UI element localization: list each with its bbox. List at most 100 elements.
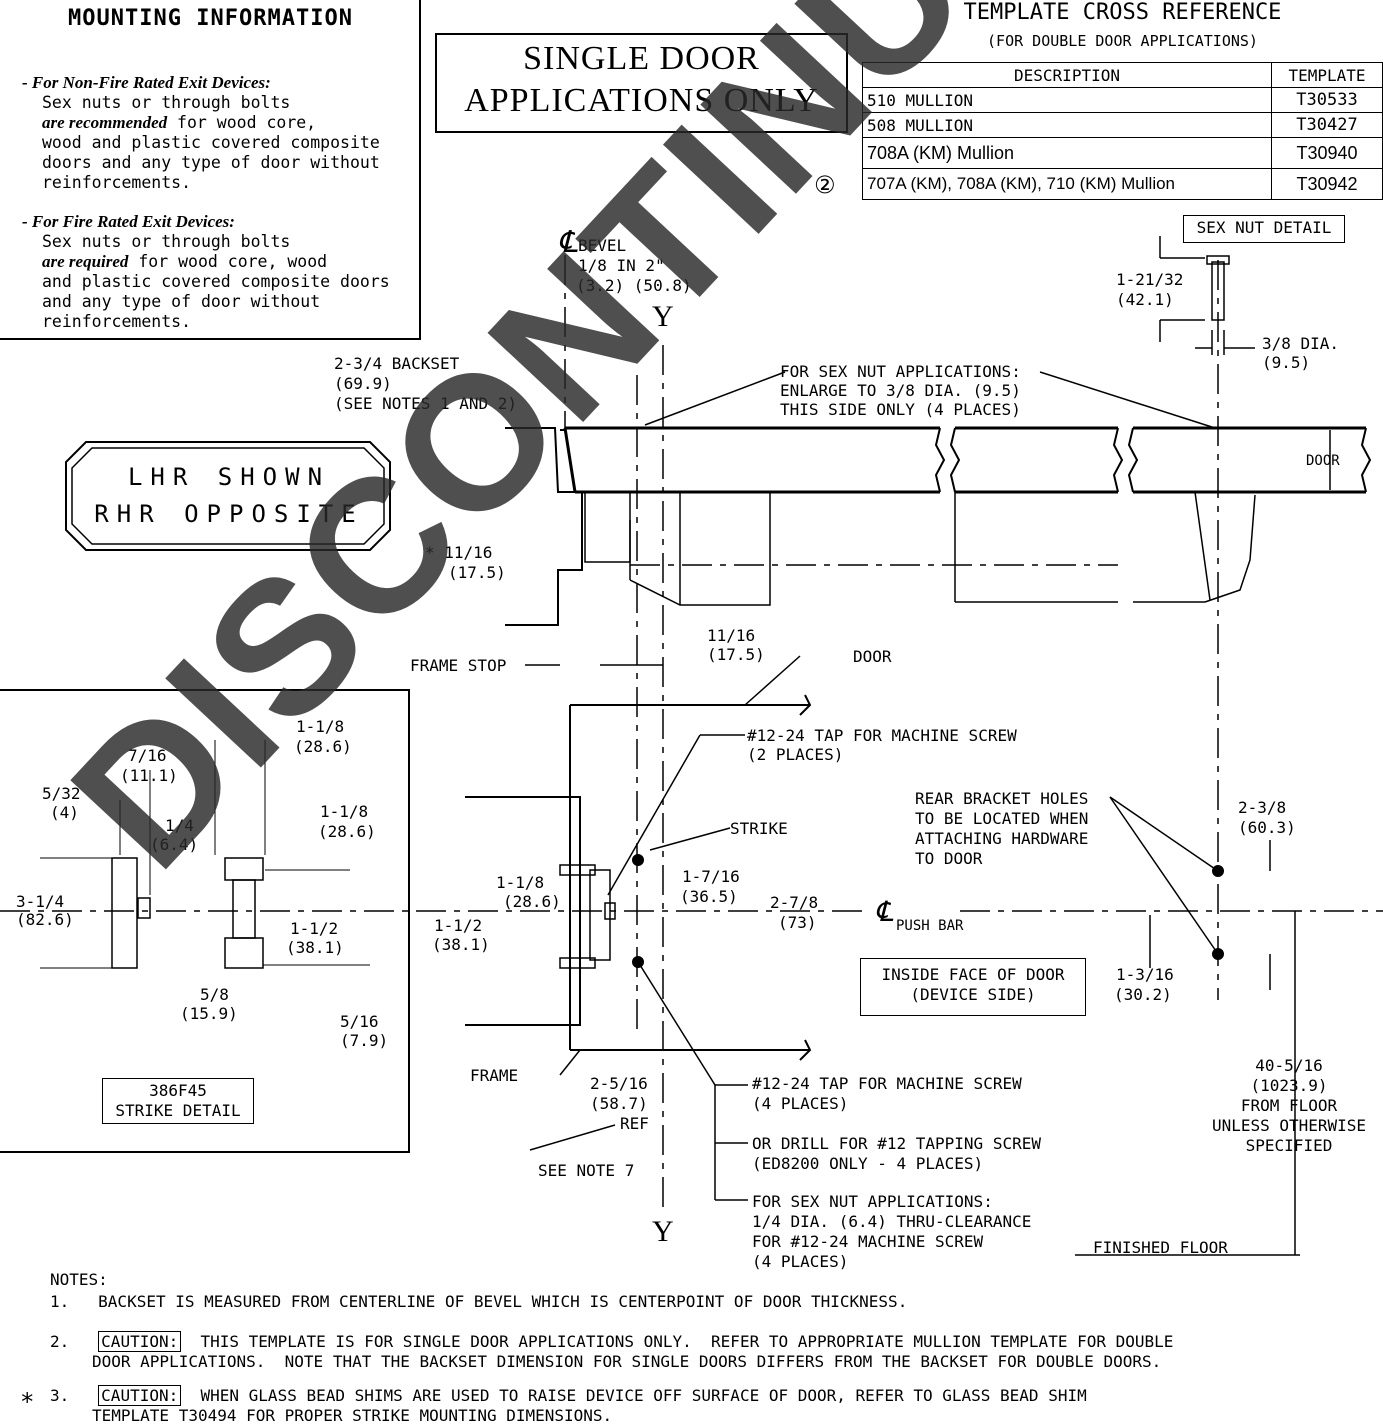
xref-desc: 708A (KM) Mullion xyxy=(862,137,1272,169)
strike-detail-label-line1: 386F45 xyxy=(149,1081,207,1100)
height-line4: UNLESS OTHERWISE xyxy=(1211,1116,1367,1135)
nonfire-heading: - For Non-Fire Rated Exit Devices: xyxy=(22,73,271,92)
bevel-centerline-symbol: ℄ xyxy=(558,226,578,259)
dim-1-1-8-metric: (28.6) xyxy=(503,892,561,911)
rear-bracket-line2: TO BE LOCATED WHEN xyxy=(915,809,1089,828)
sd-dim-1-1-2: 1-1/2 xyxy=(290,919,339,938)
xref-desc: 707A (KM), 708A (KM), 710 (KM) Mullion xyxy=(862,168,1272,200)
nonfire-line4: doors and any type of door without xyxy=(42,153,380,172)
single-door-box xyxy=(435,33,848,133)
sexnut-4-line1: FOR SEX NUT APPLICATIONS: xyxy=(752,1192,993,1211)
frame-label: FRAME xyxy=(470,1066,519,1085)
device-top-view xyxy=(584,491,1256,606)
xref-template: T30427 xyxy=(1271,112,1383,138)
fire-heading: - For Fire Rated Exit Devices: xyxy=(22,212,235,231)
sd-dim-7-16-metric: (11.1) xyxy=(120,766,178,785)
xref-template: T30940 xyxy=(1271,137,1383,169)
sd-dim-1-1-8b-metric: (28.6) xyxy=(318,822,376,841)
backset-note: (SEE NOTES 1 AND 2) xyxy=(334,394,518,413)
dim-2-3-8: 2-3/8 xyxy=(1238,798,1287,817)
single-door-line2: APPLICATIONS ONLY xyxy=(464,82,819,119)
door-slab-top xyxy=(563,426,1372,494)
door-elevation xyxy=(465,694,812,1061)
bevel-label: BEVEL xyxy=(578,236,627,255)
centerlines xyxy=(0,255,1383,1215)
xref-title: TEMPLATE CROSS REFERENCE xyxy=(963,0,1282,25)
xref-desc: 508 MULLION xyxy=(862,112,1272,138)
nonfire-line5: reinforcements. xyxy=(42,173,192,192)
xref-template: T30942 xyxy=(1271,168,1383,200)
caution-label: CAUTION: xyxy=(98,1385,182,1406)
sd-dim-1-1-8a: 1-1/8 xyxy=(296,717,345,736)
dim-1-3-16-metric: (30.2) xyxy=(1114,985,1172,1004)
fire-line5: reinforcements. xyxy=(42,312,192,331)
sd-dim-1-1-8b: 1-1/8 xyxy=(320,802,369,821)
strike-detail-box xyxy=(0,689,410,1153)
notes-heading: NOTES: xyxy=(50,1270,108,1289)
ref-label: REF xyxy=(620,1114,649,1133)
sexnut-app-line2: ENLARGE TO 3/8 DIA. (9.5) xyxy=(780,381,1021,400)
nonfire-line3: wood and plastic covered composite xyxy=(42,133,380,152)
single-door-line1: SINGLE DOOR xyxy=(523,40,760,77)
notes-section: NOTES: 1. BACKSET IS MEASURED FROM CENTE… xyxy=(0,1270,1383,1426)
sexnut-app-line1: FOR SEX NUT APPLICATIONS: xyxy=(780,362,1021,381)
leaders xyxy=(525,655,1300,1256)
mounting-info-panel xyxy=(0,0,421,340)
note-2-line1: 2. CAUTION: THIS TEMPLATE IS FOR SINGLE … xyxy=(50,1331,1174,1352)
sd-dim-5-8-metric: (15.9) xyxy=(180,1004,238,1023)
tap-4-places-line2: (4 PLACES) xyxy=(752,1094,849,1113)
sd-dim-5-8: 5/8 xyxy=(200,985,229,1004)
fire-line3: and plastic covered composite doors xyxy=(42,272,390,291)
dim-2-5-16-metric: (58.7) xyxy=(590,1094,648,1113)
caution-label: CAUTION: xyxy=(98,1331,182,1352)
sexnut-length: 1-21/32 xyxy=(1116,270,1184,289)
sd-dim-5-16-metric: (7.9) xyxy=(340,1031,389,1050)
fire-line2: are required for wood core, wood xyxy=(42,252,328,271)
pushbar-label: PUSH BAR xyxy=(896,918,964,934)
rear-bracket-line1: REAR BRACKET HOLES xyxy=(915,789,1089,808)
dim-2-7-8: 2-7/8 xyxy=(770,893,819,912)
inside-face-line1: INSIDE FACE OF DOOR xyxy=(881,965,1065,984)
strike-label: STRIKE xyxy=(730,819,788,838)
see-note-7: SEE NOTE 7 xyxy=(538,1161,635,1180)
nonfire-line1: Sex nuts or through bolts xyxy=(42,93,291,112)
drill-line2: (ED8200 ONLY - 4 PLACES) xyxy=(752,1154,984,1173)
rear-bracket-line4: TO DOOR xyxy=(915,849,983,868)
sd-dim-5-32: 5/32 xyxy=(42,784,81,803)
backset-label: 2-3/4 BACKSET xyxy=(334,354,460,373)
sd-dim-7-16: 7/16 xyxy=(128,746,167,765)
handing-line2: RHR OPPOSITE xyxy=(94,500,364,528)
xref-col-description: DESCRIPTION xyxy=(862,62,1272,88)
height-line3: FROM FLOOR xyxy=(1240,1096,1338,1115)
note-1: 1. BACKSET IS MEASURED FROM CENTERLINE O… xyxy=(50,1292,908,1311)
bevel-dim2: (3.2) (50.8) xyxy=(576,276,692,295)
handing-octagon xyxy=(65,441,391,551)
dim-1-7-16-metric: (36.5) xyxy=(680,887,738,906)
xref-subtitle: (FOR DOUBLE DOOR APPLICATIONS) xyxy=(987,32,1258,50)
xref-col-template: TEMPLATE xyxy=(1271,62,1383,88)
y-axis-top-label: Y xyxy=(652,300,674,333)
sexnut-dia-metric: (9.5) xyxy=(1262,353,1311,372)
dim-2-7-8-metric: (73) xyxy=(778,913,817,932)
mounting-info-title: MOUNTING INFORMATION xyxy=(68,6,353,31)
dim-2-3-8-metric: (60.3) xyxy=(1238,818,1296,837)
frame-top-view xyxy=(505,427,583,626)
note-3-star: * xyxy=(20,1388,35,1416)
sexnut-app-line3: THIS SIDE ONLY (4 PLACES) xyxy=(780,400,1021,419)
sd-dim-1-1-2-metric: (38.1) xyxy=(286,938,344,957)
xref-header-row: DESCRIPTION TEMPLATE xyxy=(862,62,1383,88)
finished-floor-label: FINISHED FLOOR xyxy=(1093,1238,1228,1257)
revision-marker: ② xyxy=(814,172,836,199)
height-line5: SPECIFIED xyxy=(1245,1136,1333,1155)
sexnut-4-line2: 1/4 DIA. (6.4) THRU-CLEARANCE xyxy=(752,1212,1032,1231)
rear-bracket-line3: ATTACHING HARDWARE xyxy=(915,829,1089,848)
y-axis-bottom-label: Y xyxy=(652,1215,674,1248)
dim-1-1-2: 1-1/2 xyxy=(434,916,483,935)
pushbar-centerline-symbol: ℄ xyxy=(875,897,893,928)
nonfire-line2: are recommended for wood core, xyxy=(42,113,317,132)
dim-1-3-16: 1-3/16 xyxy=(1116,965,1174,984)
